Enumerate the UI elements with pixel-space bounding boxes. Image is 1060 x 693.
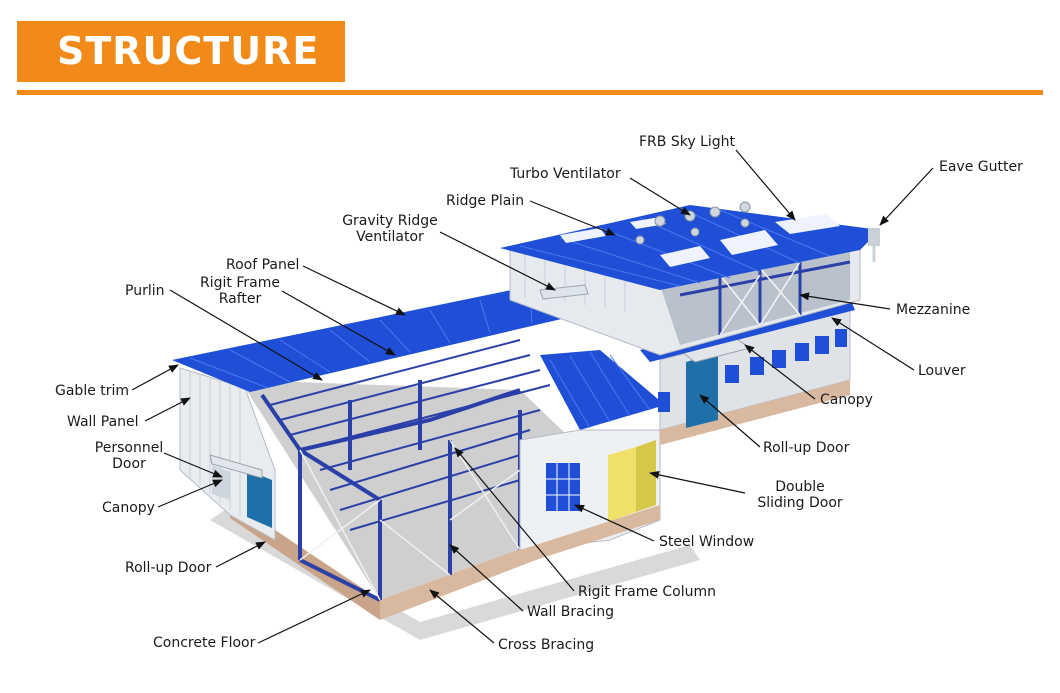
mezzanine-opening xyxy=(660,250,850,345)
label-gravity-ridge-line1: Gravity Ridge xyxy=(342,213,438,229)
label-cross-bracing: Cross Bracing xyxy=(498,637,595,653)
label-gable-trim: Gable trim xyxy=(55,383,130,399)
label-ridge-plain: Ridge Plain xyxy=(446,193,525,209)
label-double-sliding-door-line1: Double xyxy=(775,479,825,495)
annex-roof xyxy=(540,350,665,430)
label-canopy-left: Canopy xyxy=(102,500,155,516)
label-roll-up-door-left: Roll-up Door xyxy=(125,560,212,576)
double-sliding-door-frame xyxy=(636,440,656,512)
label-gravity-ridge-ventilator: Gravity Ridge Ventilator xyxy=(340,213,440,245)
ground-shadow xyxy=(210,510,700,640)
roll-up-door-right xyxy=(686,353,718,428)
label-rigit-frame-rafter-line1: Rigit Frame xyxy=(200,275,280,291)
label-gravity-ridge-line2: Ventilator xyxy=(356,229,424,245)
label-turbo-ventilator: Turbo Ventilator xyxy=(510,166,621,182)
label-rigit-frame-column: Rigit Frame Column xyxy=(578,584,717,600)
page-title: STRUCTURE xyxy=(57,29,320,73)
label-louver: Louver xyxy=(918,363,966,379)
label-rigit-frame-rafter-line2: Rafter xyxy=(218,291,262,307)
label-double-sliding-door-line2: Sliding Door xyxy=(757,495,843,511)
double-sliding-door xyxy=(608,447,636,522)
label-double-sliding-door: Double Sliding Door xyxy=(745,479,855,511)
label-personnel-door-line1: Personnel xyxy=(94,440,164,456)
label-roof-panel: Roof Panel xyxy=(226,257,300,273)
eave-gutter xyxy=(868,228,880,246)
right-wing-brick xyxy=(660,380,850,445)
label-steel-window: Steel Window xyxy=(659,534,755,550)
bracing xyxy=(299,439,521,601)
label-wall-panel: Wall Panel xyxy=(67,414,139,430)
concrete-floor xyxy=(240,380,640,600)
label-concrete-floor: Concrete Floor xyxy=(153,635,256,651)
label-purlin: Purlin xyxy=(125,283,165,299)
label-roll-up-door-right: Roll-up Door xyxy=(763,440,850,456)
roof-panel-left xyxy=(172,280,600,392)
right-windows xyxy=(658,329,847,412)
label-mezzanine: Mezzanine xyxy=(896,302,971,318)
label-frb-sky-light: FRB Sky Light xyxy=(639,134,736,150)
steel-window-frame xyxy=(546,463,580,511)
leader-lines xyxy=(131,149,934,644)
annex-base xyxy=(520,505,660,565)
label-rigit-frame-rafter: Rigit Frame Rafter xyxy=(195,275,285,307)
label-personnel-door-line2: Door xyxy=(112,456,146,472)
purlins xyxy=(269,339,551,531)
label-eave-gutter: Eave Gutter xyxy=(939,159,1023,175)
label-wall-bracing: Wall Bracing xyxy=(527,604,615,620)
label-personnel-door: Personnel Door xyxy=(90,440,168,472)
label-canopy-right: Canopy xyxy=(820,392,873,408)
canopy-left xyxy=(209,454,263,479)
title-banner: STRUCTURE xyxy=(17,21,345,82)
header-rule xyxy=(17,90,1043,95)
gravity-ridge-ventilator xyxy=(539,284,589,300)
roll-up-door-left xyxy=(247,470,272,528)
